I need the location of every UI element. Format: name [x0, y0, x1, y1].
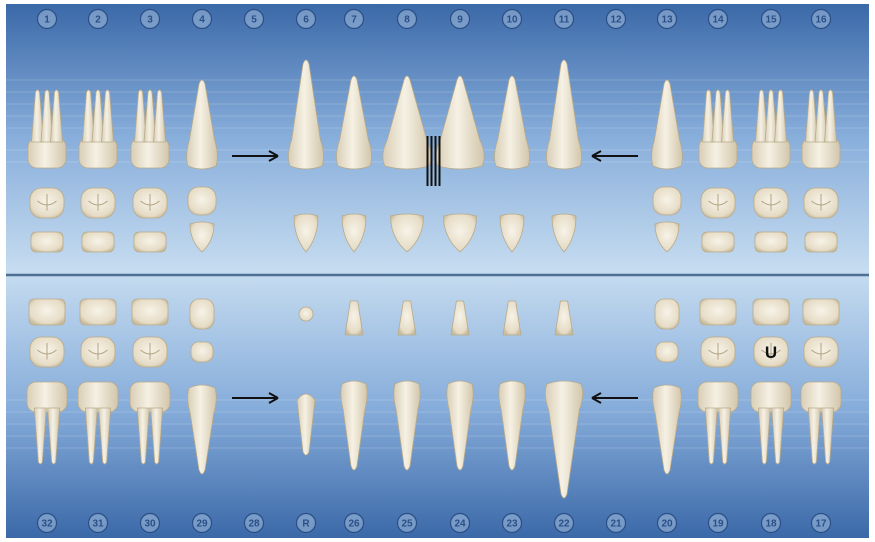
tooth-number-label: 14 — [712, 15, 724, 26]
tooth-crown — [131, 138, 169, 168]
tooth-number-32: 32 — [38, 514, 57, 533]
tooth-number-7: 7 — [345, 10, 364, 29]
tooth-number-label: 19 — [712, 519, 724, 530]
tooth-18-mark: U — [765, 343, 777, 362]
tooth-number-31: 31 — [89, 514, 108, 533]
tooth-number-label: 20 — [661, 519, 673, 530]
root-remnant-top — [299, 307, 313, 321]
tooth-occlusal-view — [655, 299, 679, 329]
tooth-number-21: 21 — [607, 514, 626, 533]
tooth-crown — [698, 382, 738, 412]
tooth-number-24: 24 — [451, 514, 470, 533]
tooth-number-18: 18 — [762, 514, 781, 533]
tooth-number-label: 28 — [248, 519, 260, 530]
tooth-facial-view — [805, 232, 837, 252]
tooth-number-label: 6 — [303, 15, 309, 26]
tooth-number-label: 10 — [506, 15, 518, 26]
tooth-number-28: 28 — [245, 514, 264, 533]
tooth-number-19: 19 — [709, 514, 728, 533]
tooth-number-1: 1 — [38, 10, 57, 29]
tooth-number-label: 24 — [454, 519, 466, 530]
tooth-number-20: 20 — [658, 514, 677, 533]
tooth-number-5: 5 — [245, 10, 264, 29]
tooth-number-25: 25 — [398, 514, 417, 533]
tooth-crown — [751, 382, 791, 412]
tooth-number-26: 26 — [345, 514, 364, 533]
tooth-crown — [801, 382, 841, 412]
tooth-number-label: 8 — [404, 15, 410, 26]
tooth-number-R: R — [297, 514, 316, 533]
tooth-occlusal-view — [188, 187, 216, 215]
tooth-facial-view — [702, 232, 734, 252]
tooth-number-30: 30 — [141, 514, 160, 533]
tooth-facial-view — [132, 299, 168, 325]
tooth-crown — [699, 138, 737, 168]
tooth-number-label: 23 — [506, 519, 518, 530]
tooth-number-label: 3 — [147, 15, 153, 26]
tooth-number-label: 32 — [41, 519, 53, 530]
tooth-crown — [28, 138, 66, 168]
tooth-number-8: 8 — [398, 10, 417, 29]
tooth-number-label: 17 — [815, 519, 827, 530]
tooth-number-label: 4 — [199, 15, 205, 26]
chart-background — [6, 4, 869, 538]
tooth-facial-view — [29, 299, 65, 325]
tooth-number-16: 16 — [812, 10, 831, 29]
tooth-number-11: 11 — [555, 10, 574, 29]
tooth-number-12: 12 — [607, 10, 626, 29]
tooth-number-label: 2 — [95, 15, 101, 26]
tooth-number-label: 12 — [610, 15, 622, 26]
tooth-number-10: 10 — [503, 10, 522, 29]
tooth-number-label: 30 — [144, 519, 156, 530]
tooth-number-label: 25 — [401, 519, 413, 530]
tooth-facial-view — [82, 232, 114, 252]
tooth-number-4: 4 — [193, 10, 212, 29]
tooth-number-label: 7 — [351, 15, 357, 26]
tooth-number-label: 26 — [348, 519, 360, 530]
tooth-number-label: 22 — [558, 519, 570, 530]
tooth-facial-view — [700, 299, 736, 325]
tooth-number-label: 11 — [559, 15, 570, 26]
tooth-crown — [27, 382, 67, 412]
tooth-occlusal-view — [191, 342, 213, 362]
tooth-crown — [752, 138, 790, 168]
tooth-number-label: 31 — [92, 519, 104, 530]
tooth-occlusal-view — [653, 187, 681, 215]
tooth-number-13: 13 — [658, 10, 677, 29]
tooth-facial-view — [80, 299, 116, 325]
tooth-number-label: 5 — [251, 15, 257, 26]
tooth-number-14: 14 — [709, 10, 728, 29]
tooth-number-label: 15 — [765, 15, 777, 26]
tooth-occlusal-view — [656, 342, 678, 362]
tooth-facial-view — [803, 299, 839, 325]
tooth-number-label: 29 — [196, 519, 208, 530]
tooth-number-3: 3 — [141, 10, 160, 29]
tooth-number-label: 9 — [457, 15, 463, 26]
tooth-facial-view — [753, 299, 789, 325]
tooth-occlusal-view — [190, 299, 214, 329]
tooth-facial-view — [31, 232, 63, 252]
tooth-number-label: 16 — [815, 15, 827, 26]
tooth-number-22: 22 — [555, 514, 574, 533]
tooth-crown — [802, 138, 840, 168]
tooth-facial-view — [134, 232, 166, 252]
tooth-number-17: 17 — [812, 514, 831, 533]
tooth-number-23: 23 — [503, 514, 522, 533]
tooth-number-label: R — [302, 519, 310, 530]
tooth-number-label: 21 — [610, 519, 622, 530]
tooth-crown — [79, 138, 117, 168]
tooth-crown — [130, 382, 170, 412]
tooth-crown — [78, 382, 118, 412]
tooth-number-label: 13 — [661, 15, 673, 26]
tooth-number-6: 6 — [297, 10, 316, 29]
tooth-number-9: 9 — [451, 10, 470, 29]
tooth-facial-view — [755, 232, 787, 252]
tooth-number-label: 18 — [765, 519, 777, 530]
tooth-number-2: 2 — [89, 10, 108, 29]
tooth-number-29: 29 — [193, 514, 212, 533]
tooth-number-label: 1 — [44, 15, 50, 26]
tooth-number-15: 15 — [762, 10, 781, 29]
